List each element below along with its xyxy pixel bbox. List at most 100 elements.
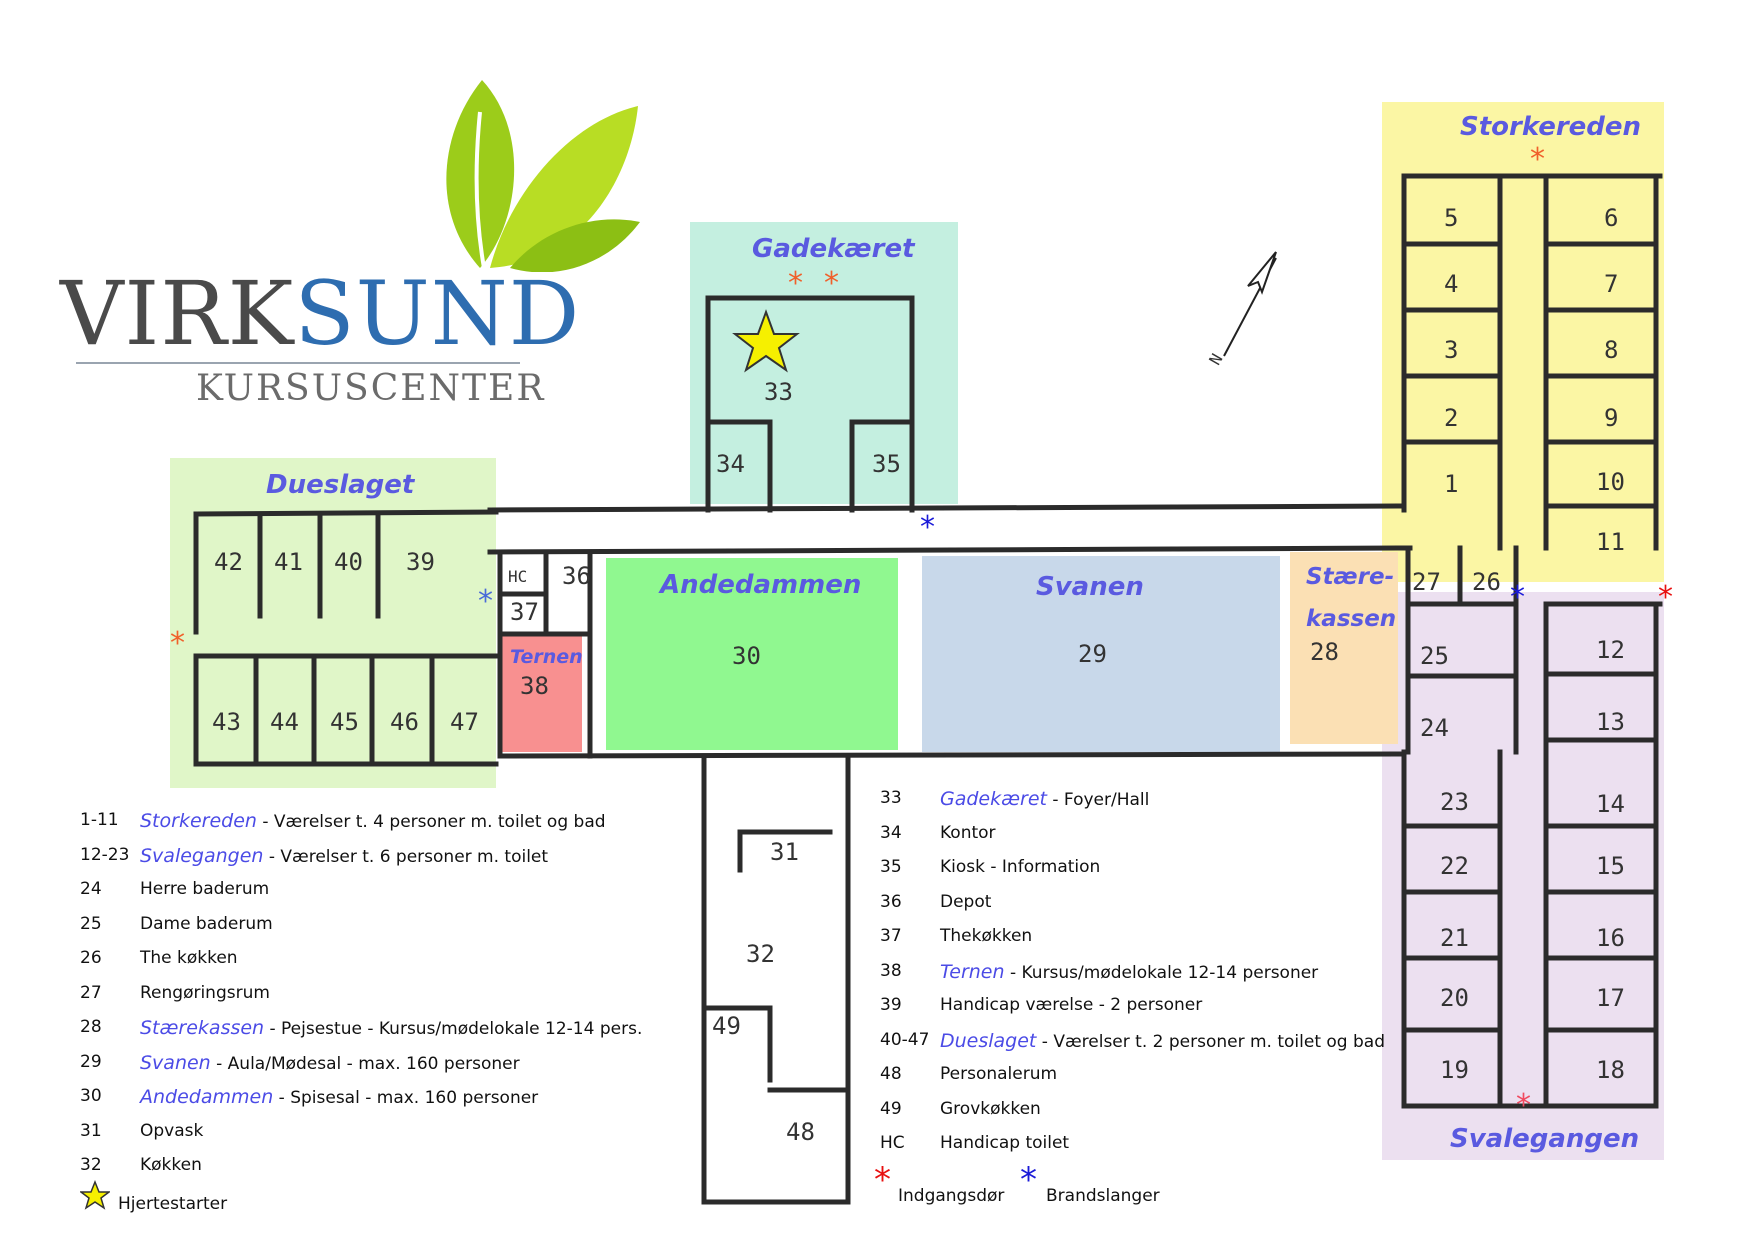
legend-item-description: - Værelser t. 4 personer m. toilet og ba… [256,812,606,832]
compass-arrow-icon [1223,251,1277,357]
legend-item-text: The køkken [140,948,238,968]
room-38-label: 38 [520,672,549,700]
fire-hose-marker: * [1510,580,1525,615]
legend-item-description: Grovkøkken [940,1098,1041,1119]
heart-starter-star-icon [732,309,800,373]
room-39-label: 39 [406,548,435,576]
legend-item-zone-name: Gadekæret [940,788,1047,810]
legend-item-description: - Spisesal - max. 160 personer [273,1088,539,1108]
legend-item-text: Stærekassen - Pejsestue - Kursus/mødelok… [140,1017,642,1039]
legend-item-text: Dame baderum [140,914,273,934]
legend-item-number: 37 [880,926,902,946]
zone-label-svanen: Svanen [1036,572,1144,602]
room-17-label: 17 [1596,984,1625,1012]
legend-item-text: Handicap værelse - 2 personer [940,995,1202,1015]
zone-label-staere-2: kassen [1306,606,1397,632]
room-49-label: 49 [712,1012,741,1040]
legend-item-text: Køkken [140,1155,202,1175]
room-6-label: 6 [1604,204,1618,232]
legend-item-zone-name: Svanen [140,1051,211,1074]
legend-item-zone-name: Andedammen [140,1086,274,1108]
room-24-label: 24 [1420,714,1449,742]
room-42-label: 42 [214,548,243,576]
zone-label-staere-1: Stære- [1306,564,1395,590]
legend-item-text: Andedammen - Spisesal - max. 160 persone… [140,1086,538,1108]
legend-item-zone-name: Storkereden [140,810,257,832]
legend-item-description: - Værelser t. 6 personer m. toilet [263,846,549,867]
legend-item-description: Personalerum [940,1064,1058,1084]
room-15-label: 15 [1596,852,1625,880]
legend-item-number: 24 [80,879,102,899]
legend-item-description: - Kursus/mødelokale 12-14 personer [1004,962,1319,983]
legend-item-number: 34 [880,822,902,843]
legend-item-description: Kontor [940,822,996,843]
legend-item-text: Thekøkken [940,926,1032,946]
zone-bg-svalegangen [1382,592,1664,1160]
logo-part2: SUND [294,262,581,365]
logo-part1: VIRK [60,262,295,365]
room-48-label: 48 [786,1118,815,1146]
zone-bg-ternen [500,634,582,752]
legend-item-text: Gadekæret - Foyer/Hall [940,788,1149,810]
legend-heart-starter: Hjertestarter [118,1194,228,1214]
legend-item-text: Personalerum [940,1064,1057,1084]
room-43-label: 43 [212,708,241,736]
zone-label-storkereden: Storkereden [1460,112,1642,142]
zone-label-dueslaget: Dueslaget [266,470,415,500]
legend-item-description: - Værelser t. 2 personer m. toilet og ba… [1036,1031,1385,1052]
legend-item-description: Opvask [140,1120,204,1141]
room-10-label: 10 [1596,468,1625,496]
legend-item-description: Herre baderum [140,879,270,899]
entrance-marker: * [824,266,839,301]
room-23-label: 23 [1440,788,1469,816]
legend-item-description: Rengøringsrum [140,982,270,1003]
room-9-label: 9 [1604,404,1618,432]
room-hc-label: HC [508,567,527,586]
room-2-label: 2 [1444,404,1458,432]
legend-item-text: Handicap toilet [940,1133,1069,1153]
legend-item-number: 49 [880,1098,902,1119]
entrance-marker: * [170,626,185,661]
legend-item-description: - Pejsestue - Kursus/mødelokale 12-14 pe… [264,1019,643,1039]
legend-item-number: 26 [80,948,102,968]
room-14-label: 14 [1596,790,1625,818]
legend-item-number: HC [880,1133,905,1153]
legend-item-description: Handicap værelse - 2 personer [940,995,1203,1015]
entrance-marker: * [1658,580,1673,615]
legend-fire-hose-asterisk: * [1020,1160,1037,1200]
zone-label-svalegangen: Svalegangen [1450,1124,1640,1154]
entrance-marker: * [1516,1088,1531,1123]
room-1-label: 1 [1444,470,1458,498]
legend-item-description: Handicap toilet [940,1133,1070,1153]
legend-item-number: 40-47 [880,1029,930,1050]
legend-item-number: 30 [80,1086,102,1106]
room-29-label: 29 [1078,640,1107,668]
legend-item-number: 32 [80,1155,102,1175]
room-12-label: 12 [1596,636,1625,664]
legend-item-number: 12-23 [80,844,130,865]
room-36-label: 36 [562,562,591,590]
legend-item-number: 33 [880,788,902,808]
logo-subtitle: KURSUSCENTER [196,368,546,409]
legend-item-text: Kiosk - Information [940,857,1100,877]
legend-item-text: Svalegangen - Værelser t. 6 personer m. … [140,845,548,867]
legend-item-description: Køkken [140,1155,202,1175]
legend-fire-hose: Brandslanger [1046,1186,1160,1206]
zone-bg-staerekassen [1290,552,1398,744]
logo-leaves-icon [446,80,640,272]
legend-item-number: 48 [880,1064,902,1084]
room-34-label: 34 [716,450,745,478]
legend-item-zone-name: Svalegangen [140,844,264,867]
legend-item-text: Herre baderum [140,879,269,899]
room-3-label: 3 [1444,336,1458,364]
room-5-label: 5 [1444,204,1458,232]
legend-entrance-asterisk: * [874,1160,891,1200]
room-47-label: 47 [450,708,479,736]
legend-item-text: Storkereden - Værelser t. 4 personer m. … [140,810,606,832]
room-18-label: 18 [1596,1056,1625,1084]
legend-item-text: Opvask [140,1121,203,1141]
room-33-label: 33 [764,378,793,406]
legend-item-text: Svanen - Aula/Mødesal - max. 160 persone… [140,1052,520,1074]
legend-item-zone-name: Dueslaget [940,1029,1037,1052]
